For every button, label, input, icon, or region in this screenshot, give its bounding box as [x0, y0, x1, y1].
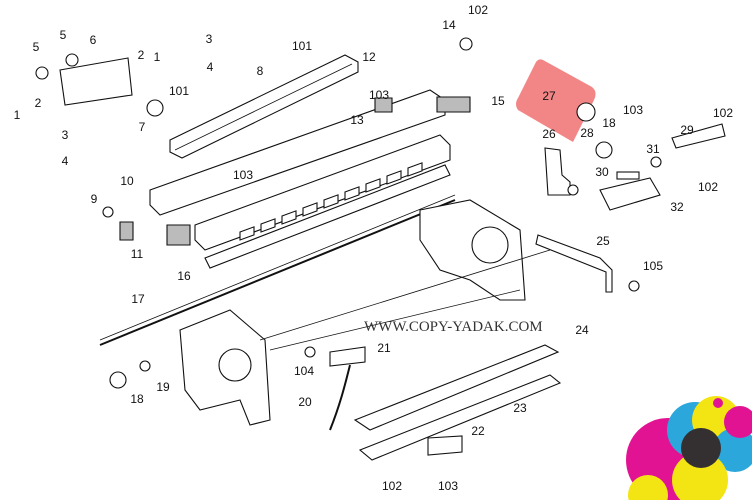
holder-slot [302, 202, 318, 217]
callout-24: 24 [575, 323, 589, 337]
holder-slot [386, 170, 402, 185]
washer-9 [102, 206, 114, 218]
callout-8: 8 [257, 64, 264, 78]
bracket-22 [427, 435, 463, 456]
holder-slot [407, 162, 423, 177]
gear-18 [595, 141, 613, 159]
holder-slot [260, 218, 276, 233]
holder-slot [281, 210, 297, 225]
callout-103: 103 [233, 168, 253, 182]
callout-25: 25 [596, 234, 610, 248]
callout-102: 102 [713, 106, 733, 120]
guide-plate [194, 134, 451, 251]
holder-16 [204, 164, 451, 269]
callout-28: 28 [580, 126, 594, 140]
bracket-29 [671, 123, 726, 149]
callout-10: 10 [120, 174, 134, 188]
callout-18: 18 [130, 392, 144, 406]
screw-104 [304, 346, 316, 358]
callout-2: 2 [138, 48, 145, 62]
guide-rail [149, 89, 446, 216]
callout-105: 105 [643, 259, 663, 273]
callout-4: 4 [62, 154, 69, 168]
gear-7 [146, 99, 164, 117]
callout-103: 103 [623, 103, 643, 117]
bracket-32 [599, 177, 661, 211]
callout-102: 102 [382, 479, 402, 493]
gear-18b [109, 371, 127, 389]
rail-24 [358, 374, 562, 461]
holder-slot [365, 178, 381, 193]
callout-102: 102 [468, 3, 488, 17]
screw-105 [628, 280, 640, 292]
callout-23: 23 [513, 401, 527, 415]
callout-101: 101 [169, 84, 189, 98]
callout-14: 14 [442, 18, 456, 32]
pad-15 [436, 96, 471, 113]
callout-19: 19 [156, 380, 170, 394]
callout-7: 7 [139, 120, 146, 134]
spring-30 [616, 171, 640, 180]
gear-5 [35, 66, 49, 80]
callout-18: 18 [602, 116, 616, 130]
bushing-28 [567, 184, 579, 196]
callout-21: 21 [377, 341, 391, 355]
callout-103: 103 [438, 479, 458, 493]
callout-5: 5 [60, 28, 67, 42]
callout-9: 9 [91, 192, 98, 206]
callout-11: 11 [131, 247, 144, 261]
callout-26: 26 [542, 127, 556, 141]
pad-13 [374, 97, 393, 113]
callout-32: 32 [670, 200, 684, 214]
bushing-14 [459, 37, 473, 51]
watermark-text: WWW.COPY-YADAK.COM [364, 319, 543, 335]
callout-29: 29 [680, 123, 694, 137]
holder-slot [344, 186, 360, 201]
callout-15: 15 [491, 94, 505, 108]
callout-12: 12 [362, 50, 376, 64]
callout-1: 1 [14, 108, 21, 122]
callout-13: 13 [350, 113, 364, 127]
pad-11 [119, 221, 134, 241]
callout-20: 20 [298, 395, 312, 409]
gear-5b [65, 53, 79, 67]
callout-102: 102 [698, 180, 718, 194]
callout-103: 103 [369, 88, 389, 102]
holder-slot [323, 194, 339, 209]
callout-3: 3 [206, 32, 213, 46]
callout-31: 31 [646, 142, 660, 156]
highlight-part-27 [516, 59, 596, 143]
screw-31 [650, 156, 662, 168]
holder-slot [239, 226, 255, 241]
cmyk-logo [626, 396, 752, 500]
callout-22: 22 [471, 424, 485, 438]
pad-11b [166, 224, 191, 246]
callout-30: 30 [595, 165, 609, 179]
callout-1: 1 [154, 50, 161, 64]
callout-3: 3 [62, 128, 69, 142]
bushing-19 [139, 360, 151, 372]
callout-2: 2 [35, 96, 42, 110]
callout-17: 17 [131, 292, 145, 306]
callout-104: 104 [294, 364, 314, 378]
arm-25 [535, 234, 613, 293]
gear-27 [576, 102, 596, 122]
rail-23 [353, 344, 560, 431]
plate-26 [544, 147, 571, 196]
bracket-21 [329, 346, 366, 367]
callout-4: 4 [207, 60, 214, 74]
callout-27: 27 [542, 89, 556, 103]
bracket-6 [59, 57, 133, 106]
callout-6: 6 [90, 33, 97, 47]
callout-101: 101 [292, 39, 312, 53]
callout-16: 16 [177, 269, 191, 283]
callout-5: 5 [33, 40, 40, 54]
